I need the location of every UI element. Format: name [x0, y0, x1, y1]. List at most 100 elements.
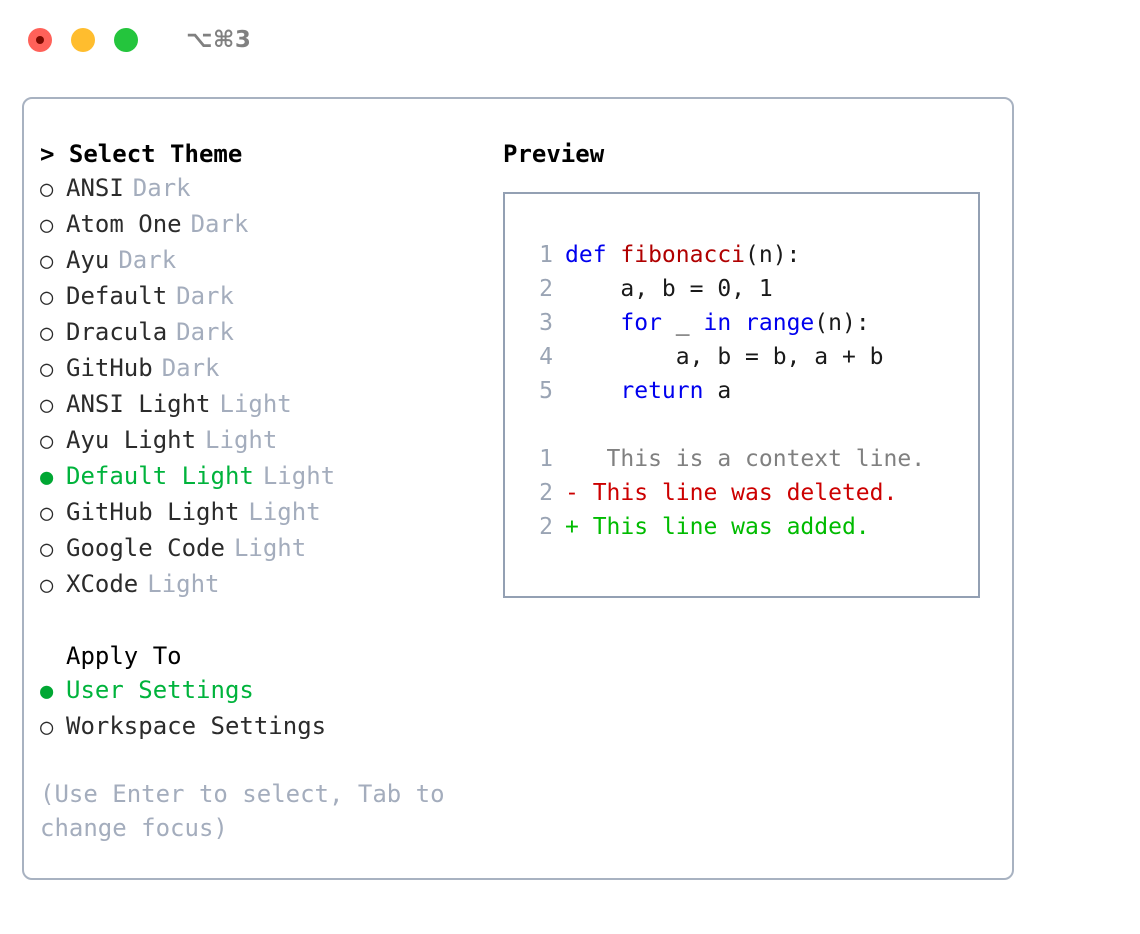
- code-line-number: 1: [539, 242, 553, 268]
- diff-line: 1 This is a context line.: [517, 442, 978, 476]
- code-line-content: def fibonacci(n):: [565, 238, 800, 272]
- theme-option-tag: Dark: [132, 174, 191, 202]
- code-line-number: 5: [539, 378, 553, 404]
- theme-option-default[interactable]: ○ Default Dark: [40, 279, 500, 315]
- code-line-number: 2: [539, 276, 553, 302]
- select-theme-header: > Select Theme: [40, 140, 243, 168]
- apply-to-list[interactable]: ● User Settings ○ Workspace Settings: [40, 673, 500, 745]
- diff-line-text: This is a context line.: [578, 446, 926, 472]
- apply-to-option-workspace-settings[interactable]: ○ Workspace Settings: [40, 709, 500, 745]
- theme-option-label: Atom One: [66, 210, 182, 238]
- radio-unselected-icon: ○: [40, 537, 54, 562]
- radio-unselected-icon: ○: [40, 501, 54, 526]
- minimize-window-button[interactable]: [71, 28, 95, 52]
- diff-line-text: This line was deleted.: [578, 480, 898, 506]
- diff-line-number: 2: [539, 480, 553, 506]
- theme-option-ansi-light[interactable]: ○ ANSI Light Light: [40, 387, 500, 423]
- code-line: 1 def fibonacci(n):: [517, 238, 978, 272]
- code-token: range: [745, 310, 815, 336]
- diff-line-number: 2: [539, 514, 553, 540]
- code-token: [731, 310, 745, 336]
- theme-option-label: XCode: [66, 570, 139, 598]
- theme-option-label: GitHub Light: [66, 498, 240, 526]
- code-line: 2 a, b = 0, 1: [517, 272, 978, 306]
- diff-line: 2- This line was deleted.: [517, 476, 978, 510]
- code-diff-spacer: [517, 408, 978, 442]
- theme-option-tag: Light: [219, 390, 292, 418]
- theme-option-tag: Dark: [190, 210, 249, 238]
- code-token: for: [620, 310, 662, 336]
- theme-option-tag: Dark: [176, 282, 234, 310]
- radio-unselected-icon: ○: [40, 357, 54, 382]
- theme-option-label: Google Code: [66, 534, 225, 562]
- code-token: _: [661, 310, 704, 336]
- code-line: 5 return a: [517, 374, 978, 408]
- code-token: (n):: [814, 310, 870, 336]
- radio-selected-icon: ●: [40, 679, 54, 704]
- code-token: return: [620, 378, 704, 404]
- code-line-content: a, b = 0, 1: [565, 272, 773, 306]
- theme-option-label: Ayu: [66, 246, 110, 274]
- apply-to-header: Apply To: [66, 642, 182, 670]
- apply-to-option-user-settings[interactable]: ● User Settings: [40, 673, 500, 709]
- title-bar: ⌥⌘3: [0, 0, 1140, 80]
- radio-unselected-icon: ○: [40, 321, 54, 346]
- theme-option-label: Ayu Light: [66, 426, 197, 454]
- theme-option-tag: Light: [205, 426, 278, 454]
- code-token: a: [703, 378, 732, 404]
- keyboard-shortcut-label: ⌥⌘3: [186, 27, 252, 53]
- radio-unselected-icon: ○: [40, 393, 54, 418]
- code-line-content: return a: [565, 374, 731, 408]
- apply-to-option-label: Workspace Settings: [66, 712, 327, 740]
- diff-marker: +: [565, 514, 579, 540]
- section-spacer: [40, 603, 500, 639]
- close-window-button[interactable]: [28, 28, 52, 52]
- traffic-lights: [28, 28, 138, 52]
- code-token: [565, 378, 620, 404]
- code-token: (n):: [745, 242, 801, 268]
- theme-option-tag: Light: [233, 534, 307, 562]
- theme-option-tag: Light: [147, 570, 220, 598]
- code-token: def: [565, 242, 621, 268]
- theme-option-github-light[interactable]: ○ GitHub Light Light: [40, 495, 500, 531]
- radio-unselected-icon: ○: [40, 249, 54, 274]
- theme-option-tag: Dark: [176, 318, 234, 346]
- theme-option-label: GitHub: [66, 354, 153, 382]
- theme-option-ayu-light[interactable]: ○ Ayu Light Light: [40, 423, 500, 459]
- preview-header: Preview: [503, 140, 605, 168]
- theme-option-google-code[interactable]: ○ Google Code Light: [40, 531, 500, 567]
- code-line: 4 a, b = b, a + b: [517, 340, 978, 374]
- keyboard-hint-text: (Use Enter to select, Tab to change focu…: [40, 780, 460, 842]
- apply-to-option-label: User Settings: [66, 676, 254, 704]
- theme-option-label: Default: [66, 282, 168, 310]
- theme-option-label: ANSI Light: [66, 390, 211, 418]
- code-line-number: 3: [539, 310, 553, 336]
- maximize-window-button[interactable]: [114, 28, 138, 52]
- radio-selected-icon: ●: [40, 465, 54, 490]
- diff-line: 2+ This line was added.: [517, 510, 978, 544]
- radio-unselected-icon: ○: [40, 285, 54, 310]
- code-line-content: a, b = b, a + b: [565, 340, 884, 374]
- radio-unselected-icon: ○: [40, 429, 54, 454]
- radio-unselected-icon: ○: [40, 715, 54, 740]
- code-line: 3 for _ in range(n):: [517, 306, 978, 340]
- theme-option-tag: Light: [248, 498, 321, 526]
- diff-marker: -: [565, 480, 579, 506]
- code-token: a, b = 0, 1: [565, 276, 773, 302]
- code-token: fibonacci: [620, 242, 746, 268]
- diff-sample: 1 This is a context line.2- This line wa…: [517, 442, 978, 544]
